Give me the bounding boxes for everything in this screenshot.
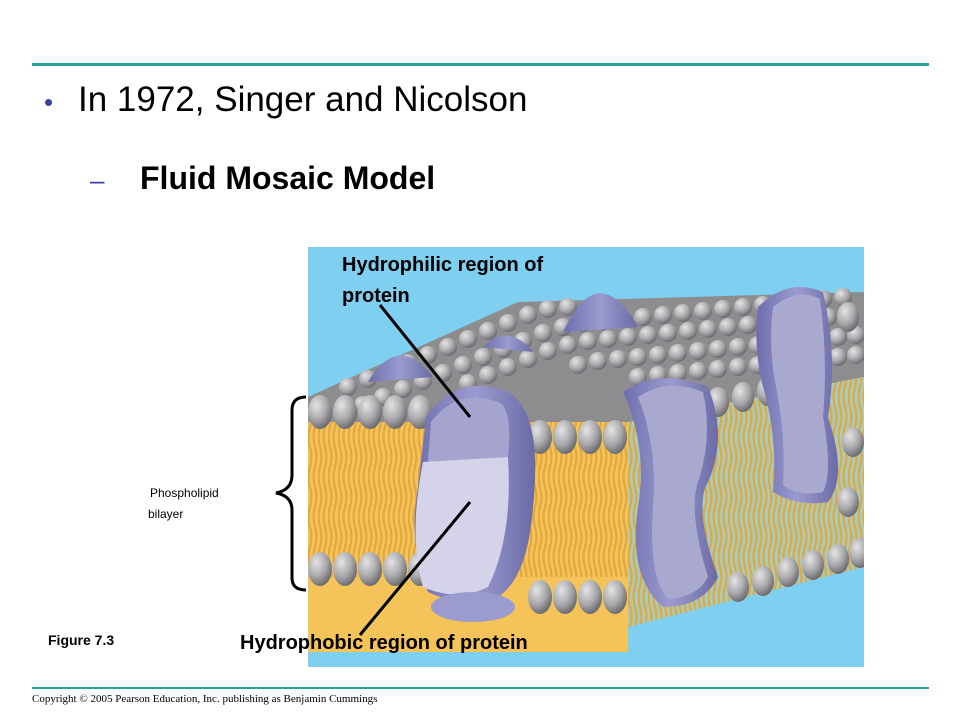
main-bullet: • In 1972, Singer and Nicolson [44,80,527,120]
phospholipid-bilayer-label: Phospholipid bilayer [148,483,219,525]
sub-bullet-text: Fluid Mosaic Model [140,160,436,196]
hydrophilic-pointer-line [378,304,472,418]
figure-caption: Figure 7.3 [48,632,115,648]
fluid-mosaic-illustration [308,247,864,667]
hydrophobic-pointer-line [358,501,472,636]
bullet-marker: • [44,87,54,117]
hydrophilic-region-label: Hydrophilic region of protein [342,254,544,307]
phospholipid-label-line2: bilayer [148,507,184,521]
top-divider [32,63,929,66]
hydrophobic-region-label: Hydrophobic region of protein [240,632,528,654]
bottom-divider [32,687,929,689]
bullet-text: In 1972, Singer and Nicolson [78,80,528,119]
copyright-notice: Copyright © 2005 Pearson Education, Inc.… [32,693,378,705]
phospholipid-label-line1: Phospholipid [150,486,219,500]
bilayer-bracket [275,395,307,592]
sub-bullet: – Fluid Mosaic Model [90,160,435,197]
sub-bullet-marker: – [90,165,105,195]
